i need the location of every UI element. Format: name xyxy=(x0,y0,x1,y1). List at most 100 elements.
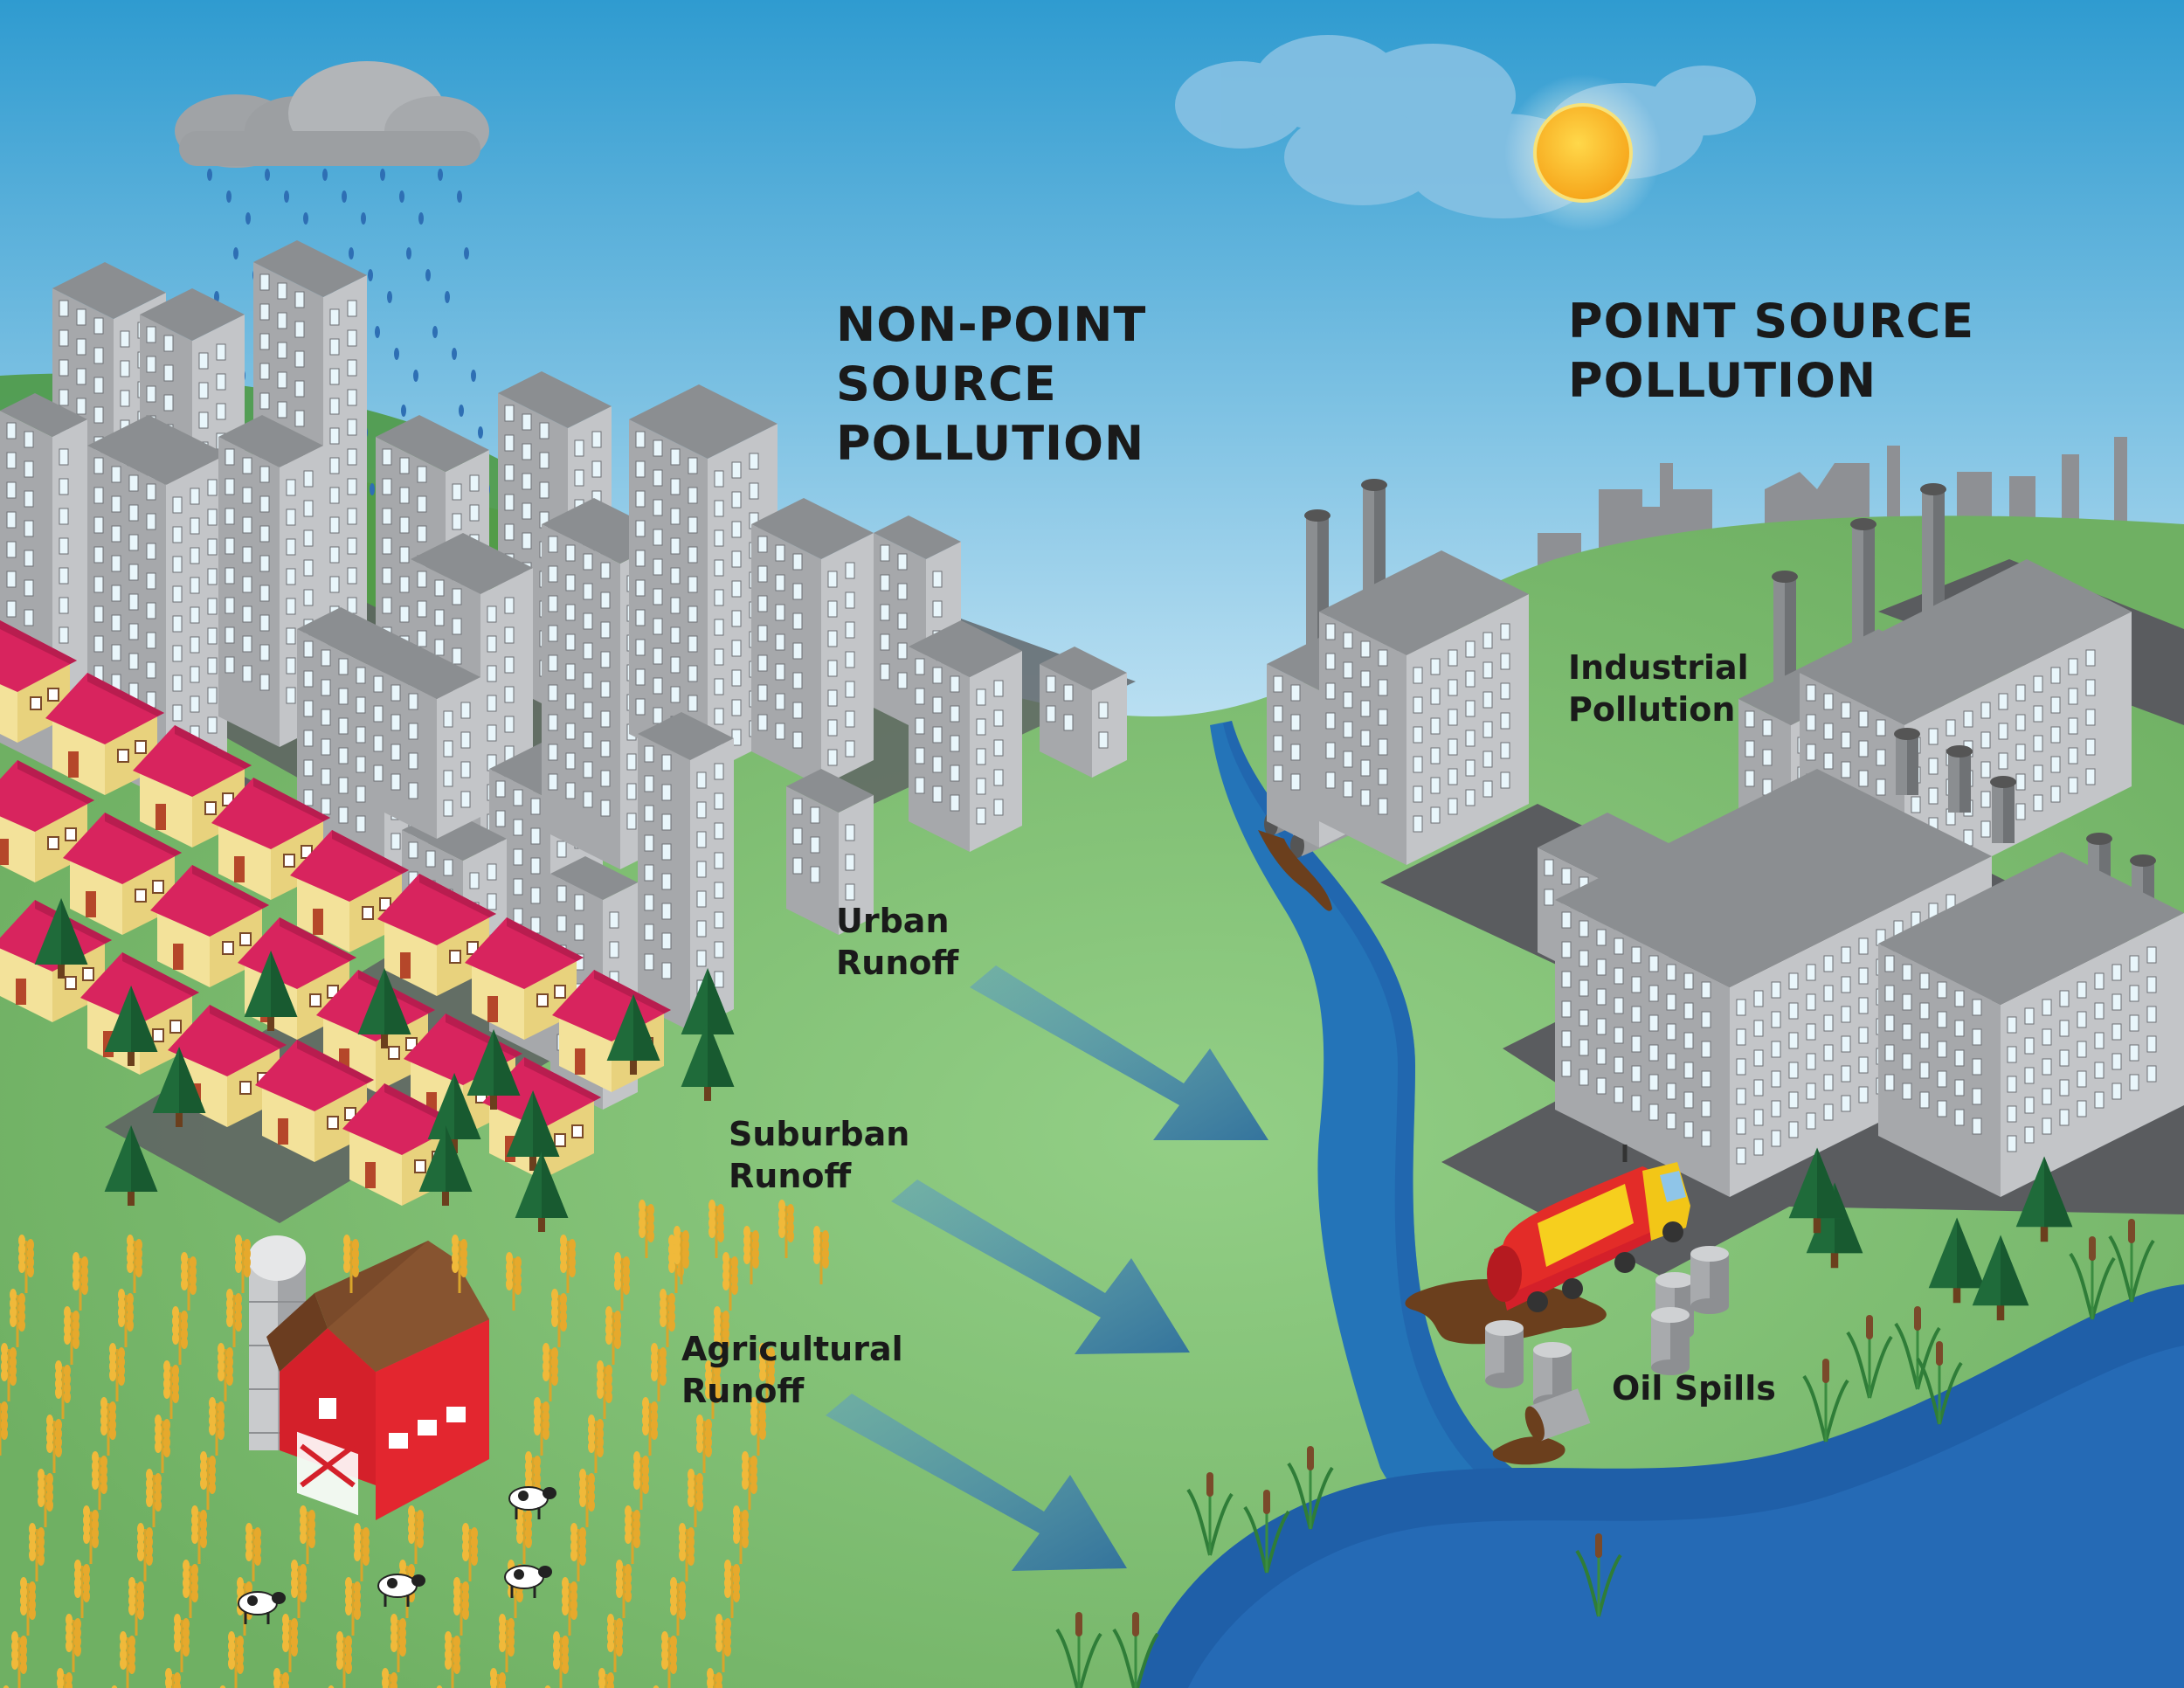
wheat-icon xyxy=(20,1577,36,1636)
wheat-grain xyxy=(118,1373,125,1386)
wheat-grain xyxy=(560,1293,567,1305)
house-roof xyxy=(255,1040,374,1111)
window xyxy=(59,478,69,495)
wheat-icon xyxy=(100,1397,116,1456)
window xyxy=(1343,751,1353,768)
window xyxy=(1614,997,1624,1014)
wheat-grain xyxy=(670,1595,677,1607)
window xyxy=(225,567,235,585)
window xyxy=(259,644,270,661)
wheat-grain xyxy=(625,1564,632,1576)
oil-tanker-truck xyxy=(1487,1145,1690,1312)
wheat-grain xyxy=(696,1499,703,1512)
window xyxy=(993,769,1004,786)
window xyxy=(600,651,611,668)
window xyxy=(390,684,401,702)
wheat-grain xyxy=(254,1527,261,1539)
tree-trunk xyxy=(490,1092,497,1110)
window xyxy=(405,1037,418,1051)
window xyxy=(452,513,462,530)
window xyxy=(2024,1037,2035,1055)
window xyxy=(775,633,785,651)
cow-spot xyxy=(514,1569,524,1580)
tree-icon xyxy=(104,986,158,1066)
wheat-grain xyxy=(111,1685,118,1688)
wheat-grain xyxy=(300,1505,307,1518)
wheat-grain xyxy=(445,1657,452,1670)
wheat-grain xyxy=(670,1644,677,1657)
window xyxy=(259,333,270,350)
wheat-grain xyxy=(660,1373,667,1386)
rain-cloud-icon xyxy=(175,61,489,168)
window xyxy=(303,759,314,777)
wheat-grain xyxy=(614,1337,621,1349)
window xyxy=(504,716,515,733)
wheat-grain xyxy=(607,1614,614,1626)
window xyxy=(653,677,663,695)
window xyxy=(1465,670,1476,688)
window xyxy=(2015,744,2026,761)
wheat-grain xyxy=(172,1315,179,1327)
wheat-icon xyxy=(614,1252,630,1311)
wheat-grain xyxy=(579,1486,586,1498)
wheat-icon xyxy=(639,1200,654,1258)
window xyxy=(239,1081,252,1095)
window xyxy=(661,932,672,950)
cow-head xyxy=(411,1574,425,1587)
wheat-icon xyxy=(228,1631,244,1688)
window xyxy=(120,360,130,377)
wheat-grain xyxy=(724,1568,731,1581)
wheat-icon xyxy=(209,1397,225,1456)
wheat-icon xyxy=(181,1252,197,1311)
window xyxy=(504,523,515,541)
rain-drop xyxy=(457,190,462,203)
window xyxy=(731,699,742,716)
wheat-grain xyxy=(642,1397,649,1409)
window xyxy=(827,660,838,677)
house-roof xyxy=(253,778,330,821)
wheat-grain xyxy=(682,1230,689,1242)
door xyxy=(68,751,79,778)
wheat-grain xyxy=(118,1356,125,1368)
wheat-grain xyxy=(408,1532,415,1544)
window xyxy=(128,623,139,640)
building xyxy=(1800,559,2132,900)
wheat-grain xyxy=(679,1581,686,1594)
wheat-grain xyxy=(55,1445,62,1457)
reed-leaf xyxy=(1916,1357,1941,1425)
window xyxy=(536,993,549,1007)
wheat-grain xyxy=(668,1293,675,1305)
wheat-grain xyxy=(244,1248,251,1260)
window xyxy=(24,609,34,626)
wheat-icon xyxy=(172,1306,188,1365)
wheat-grain xyxy=(183,1627,190,1639)
window xyxy=(111,555,121,572)
wheat-grain xyxy=(66,1672,73,1685)
window xyxy=(565,663,576,681)
window xyxy=(1378,768,1388,785)
rain-drop xyxy=(459,405,464,417)
wheat-grain xyxy=(228,1631,235,1643)
wheat-grain xyxy=(282,1681,289,1688)
wheat-grain xyxy=(499,1614,506,1626)
wheat-grain xyxy=(1,1428,8,1440)
building xyxy=(638,712,734,1031)
wheat-grain xyxy=(245,1532,252,1544)
window xyxy=(1648,1103,1659,1121)
window xyxy=(1683,1002,1694,1020)
house-roof xyxy=(524,1057,601,1101)
window xyxy=(172,526,183,543)
window xyxy=(810,836,820,854)
window xyxy=(242,605,252,623)
window xyxy=(225,656,235,674)
runoff-arrows xyxy=(826,965,1268,1571)
window xyxy=(1937,1011,1947,1028)
window xyxy=(1762,719,1773,737)
rain-drop xyxy=(233,247,238,259)
stack-shade xyxy=(2003,782,2015,843)
window xyxy=(626,783,637,800)
wheat-grain xyxy=(343,1252,350,1264)
building xyxy=(1319,550,1529,865)
wheat-icon xyxy=(543,1343,558,1401)
wheat-grain xyxy=(553,1640,560,1652)
